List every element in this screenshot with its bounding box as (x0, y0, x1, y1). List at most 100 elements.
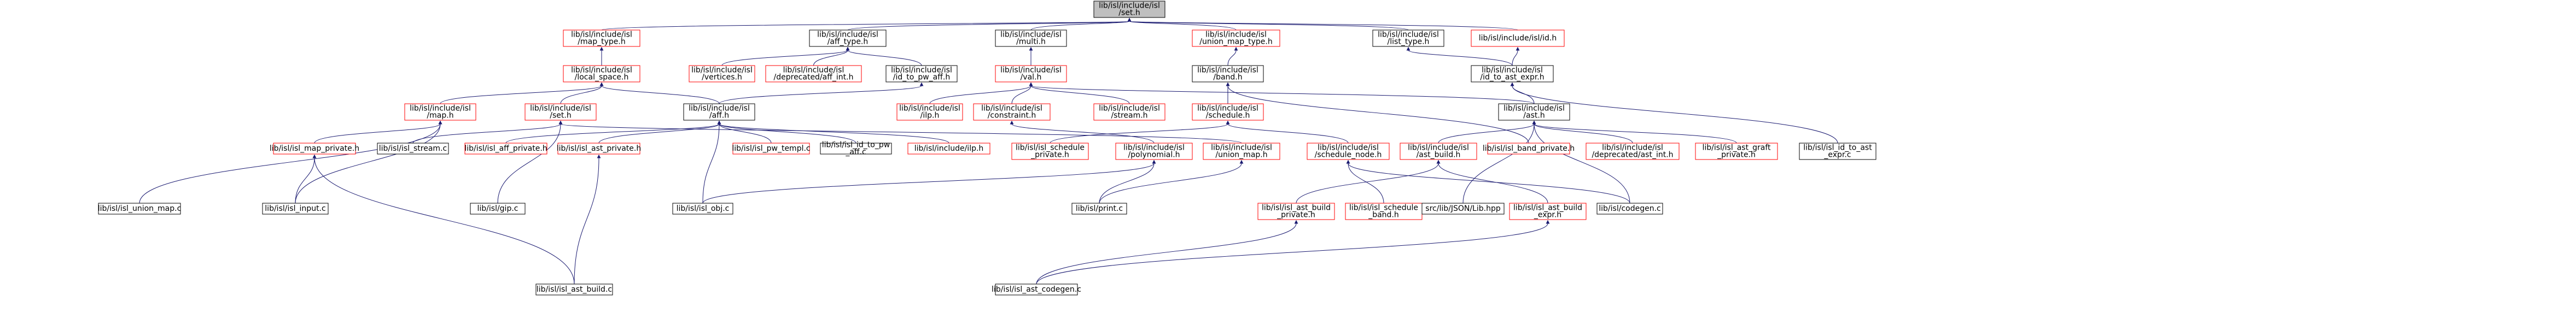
file-node-isl-h[interactable]: lib/isl/include/isl/set.h (1093, 1, 1165, 18)
file-node-codegen[interactable]: lib/isl/codegen.c (1596, 203, 1663, 215)
node-label: lib/isl/include/isl (689, 104, 750, 113)
file-node-isl-map-private[interactable]: lib/isl/isl_map_private.h (270, 143, 359, 155)
file-node-vertices[interactable]: lib/isl/include/isl/vertices.h (689, 65, 755, 82)
file-node-set[interactable]: lib/isl/include/isl/set.h (524, 103, 597, 121)
dependency-edge (1010, 120, 1155, 144)
file-node-isl-print[interactable]: lib/isl/print.c (1071, 203, 1127, 215)
dependency-edge (1532, 120, 1633, 144)
file-node-isl-ast-private[interactable]: lib/isl/isl_ast_private.h (557, 143, 641, 155)
file-node-band[interactable]: lib/isl/include/isl/band.h (1192, 65, 1264, 82)
file-node-isl-aff-private[interactable]: lib/isl/isl_aff_private.h (464, 143, 547, 155)
node-label: lib/isl/include/isl (1099, 104, 1160, 113)
file-node-ilp[interactable]: lib/isl/include/isl/ilp.h (896, 103, 963, 121)
file-node-ast-build[interactable]: lib/isl/include/isl/ast_build.h (1400, 143, 1477, 160)
node-box (524, 103, 597, 121)
dependency-edge (813, 46, 850, 66)
file-node-val[interactable]: lib/isl/include/isl/val.h (995, 65, 1067, 82)
file-node-schedule-node[interactable]: lib/isl/include/isl/schedule_node.h (1307, 143, 1390, 160)
file-node-isl-id-to-ast-expr[interactable]: lib/isl/isl_id_to_ast_expr.c (1799, 143, 1876, 160)
node-box (377, 143, 449, 155)
dependency-edge (440, 82, 604, 104)
file-node-stream[interactable]: lib/isl/include/isl/stream.h (1093, 103, 1165, 121)
node-label: lib/isl/include/isl (899, 104, 960, 113)
file-node-map-type[interactable]: lib/isl/include/isl/map_type.h (563, 29, 640, 47)
file-node-multi[interactable]: lib/isl/include/isl/multi.h (995, 29, 1067, 47)
file-node-aff[interactable]: lib/isl/include/isl/aff.h (683, 103, 755, 121)
file-node-isl-gip[interactable]: lib/isl/gip.c (470, 203, 526, 215)
file-node-isl-ast-codegen[interactable]: lib/isl/isl_ast_codegen.c (992, 284, 1081, 296)
node-box (563, 29, 640, 47)
file-node-list-type[interactable]: lib/isl/include/isl/list_type.h (1372, 29, 1444, 47)
file-node-isl-stream-c[interactable]: lib/isl/isl_stream.c (377, 143, 449, 155)
node-label: lib/isl/codegen.c (1599, 204, 1660, 213)
file-node-constraint[interactable]: lib/isl/include/isl/constraint.h (973, 103, 1051, 121)
node-label: lib/isl/isl_obj.c (677, 204, 730, 213)
node-label: /map_type.h (578, 38, 625, 46)
node-label: /list_type.h (1388, 38, 1430, 46)
file-node-isl-schedule-private[interactable]: lib/isl/isl_schedule_private.h (1011, 143, 1089, 160)
node-box (404, 103, 476, 121)
file-node-isl-ast-build-expr[interactable]: lib/isl/isl_ast_build_expr.h (1509, 203, 1587, 220)
file-node-isl-band-private[interactable]: lib/isl/isl_band_private.h (1483, 143, 1575, 155)
node-box (1093, 103, 1165, 121)
file-node-ilp-inc[interactable]: lib/isl/include/ilp.h (907, 143, 990, 155)
file-node-isl-input[interactable]: lib/isl/isl_input.c (262, 203, 329, 215)
node-box (98, 203, 181, 215)
node-label: /id_to_pw_aff.h (893, 73, 950, 82)
file-node-schedule[interactable]: lib/isl/include/isl/schedule.h (1192, 103, 1264, 121)
node-label: lib/isl/include/isl (1000, 66, 1062, 75)
file-node-id-to-pw-aff[interactable]: lib/isl/include/isl/id_to_pw_aff.h (885, 65, 958, 82)
dependency-edge (1532, 120, 1737, 144)
dependency-edge (312, 154, 575, 285)
file-node-union-map[interactable]: lib/isl/include/isl/union_map.h (1203, 143, 1280, 160)
node-label: /schedule.h (1206, 111, 1250, 120)
dependency-edge (295, 154, 317, 204)
node-label: lib/isl/include/isl (1099, 2, 1160, 10)
node-label: lib/isl/include/isl (891, 66, 952, 75)
dependency-edge (719, 82, 924, 104)
file-node-isl-obj[interactable]: lib/isl/isl_obj.c (672, 203, 733, 215)
file-node-deprecated-aff-int[interactable]: lib/isl/include/isl/deprecated/aff_int.h (765, 65, 862, 82)
file-node-id-h[interactable]: lib/isl/include/isl/id.h (1471, 29, 1565, 47)
file-node-isl-ast-graft-private[interactable]: lib/isl/isl_ast_graft_private.h (1695, 143, 1778, 160)
file-node-local-space[interactable]: lib/isl/include/isl/local_space.h (563, 65, 640, 82)
node-label: lib/isl/include/isl/id.h (1479, 34, 1557, 43)
file-node-map[interactable]: lib/isl/include/isl/map.h (404, 103, 476, 121)
file-node-isl-ast-build-private[interactable]: lib/isl/isl_ast_build_private.h (1257, 203, 1335, 220)
file-node-id-to-ast-expr[interactable]: lib/isl/include/isl/id_to_ast_expr.h (1471, 65, 1554, 82)
dependency-edge (847, 17, 1132, 31)
node-label: /ast.h (1523, 111, 1545, 120)
node-box (1421, 203, 1505, 215)
node-label: lib/isl/include/isl (410, 104, 471, 113)
file-node-jscop[interactable]: src/lib/JSON/Lib.hpp (1421, 203, 1505, 215)
node-box (1596, 203, 1663, 215)
node-label: lib/isl/print.c (1076, 204, 1123, 213)
node-label: lib/isl/isl_ast_graft (1702, 144, 1771, 152)
node-label: lib/isl/include/isl (1408, 144, 1469, 152)
node-box (1192, 65, 1264, 82)
file-node-union-map-type[interactable]: lib/isl/include/isl/union_map_type.h (1192, 29, 1280, 47)
node-box (273, 143, 356, 155)
node-label: lib/isl/include/isl (783, 66, 844, 75)
node-box (1509, 203, 1587, 220)
dependency-edge (1029, 82, 1535, 104)
node-label: src/lib/JSON/Lib.hpp (1425, 204, 1501, 213)
node-label: lib/isl/include/isl (1205, 31, 1267, 39)
node-label: lib/isl/include/isl (981, 104, 1042, 113)
file-node-isl-ast-build-c[interactable]: lib/isl/isl_ast_build.c (535, 284, 613, 296)
file-node-deprecated-ast-int[interactable]: lib/isl/include/isl/deprecated/ast_int.h (1586, 143, 1680, 160)
file-node-isl-schedule-band[interactable]: lib/isl/isl_schedule_band.h (1345, 203, 1423, 220)
file-node-isl-union-map-c[interactable]: lib/isl/isl_union_map.c (98, 203, 182, 215)
file-node-id-to-pw-aff-c[interactable]: lib/isl/isl_id_to_pw_aff.c (820, 141, 892, 157)
node-label: /constraint.h (988, 111, 1036, 120)
file-node-aff-type[interactable]: lib/isl/include/isl/aff_type.h (809, 29, 887, 47)
dependency-edge (1436, 160, 1548, 204)
node-label: lib/isl/isl_ast_private.h (557, 144, 641, 153)
node-label: _expr.h (1534, 211, 1561, 220)
file-node-isl-pw-templ[interactable]: lib/isl/isl_pw_templ.c (732, 143, 811, 155)
file-node-ast[interactable]: lib/isl/include/isl/ast.h (1498, 103, 1570, 121)
node-box (1203, 143, 1280, 160)
node-box (1400, 143, 1477, 160)
dependency-edge (1011, 82, 1033, 104)
file-node-polynomial[interactable]: lib/isl/include/isl/polynomial.h (1115, 143, 1193, 160)
